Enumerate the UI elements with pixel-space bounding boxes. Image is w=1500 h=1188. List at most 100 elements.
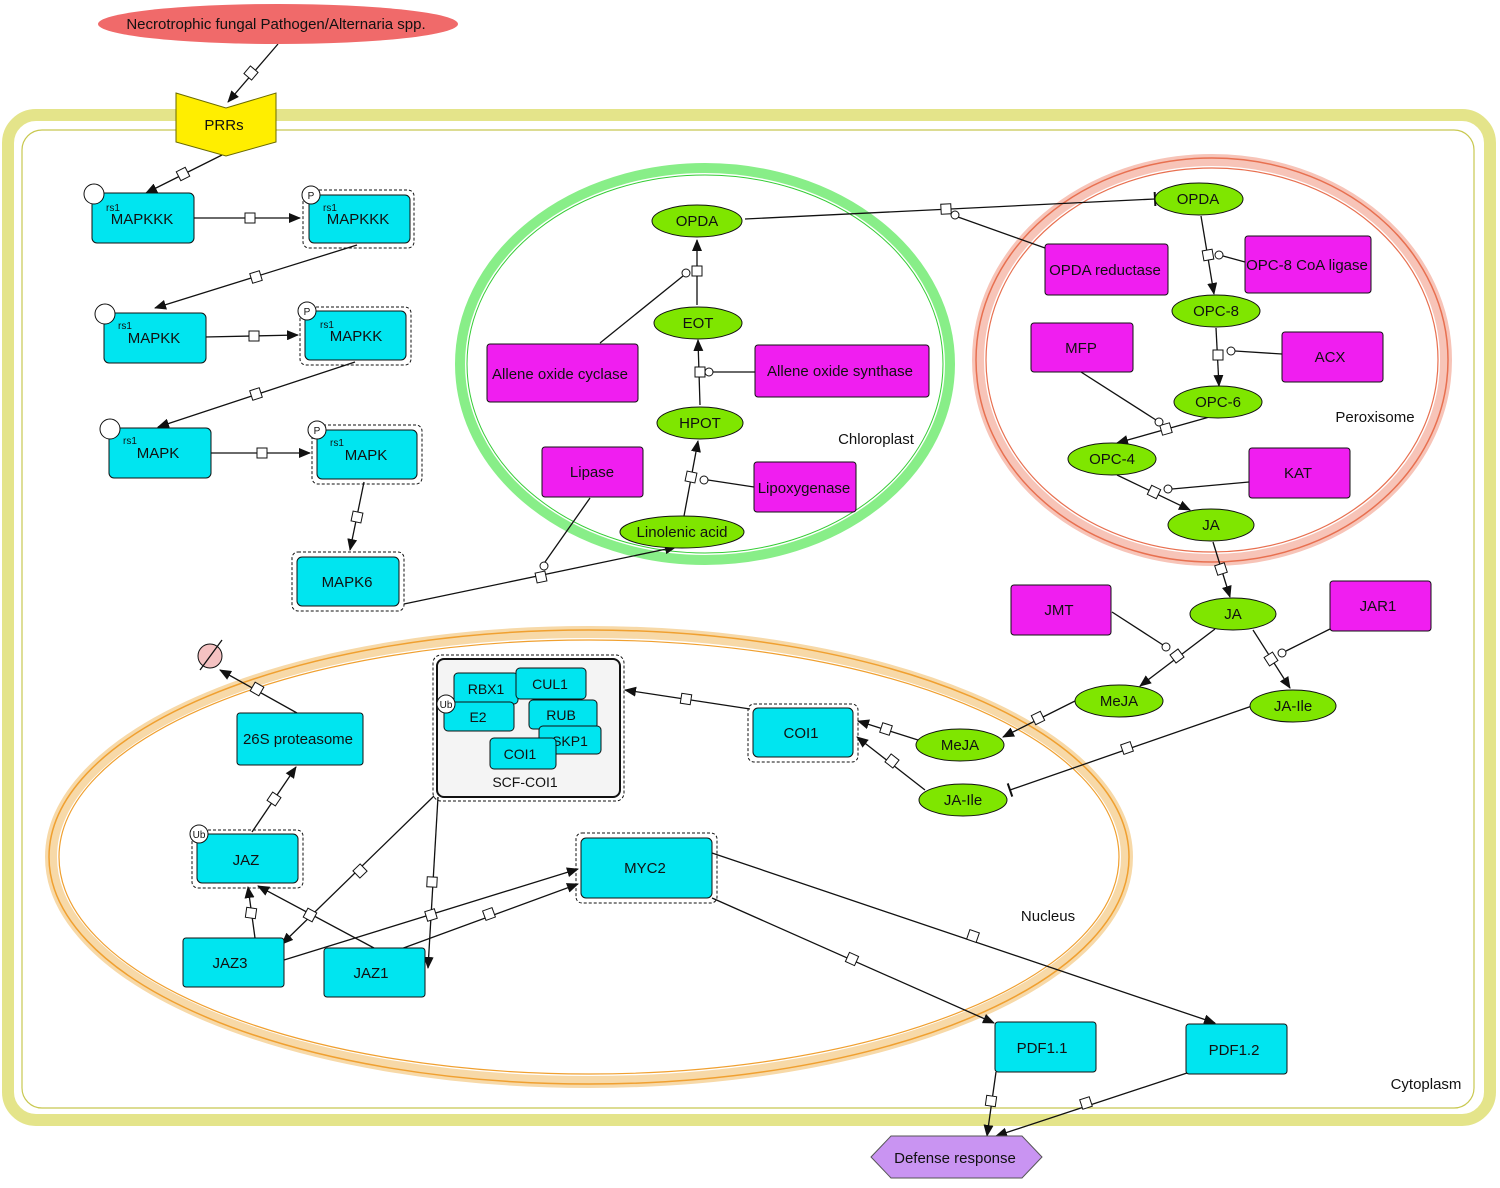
proteasome-node[interactable]: 26S proteasome [236,712,364,766]
modification-site-icon [94,303,116,325]
phospho-icon [297,301,317,321]
ja-ile-cytoplasm-node[interactable]: JA-Ile [1249,689,1337,723]
residue-label: rs1 [106,203,120,214]
residue-label: rs1 [123,436,137,447]
modification-site-icon [83,183,105,205]
mapk-phospho-node[interactable]: P rs1 MAPK [307,420,423,485]
opc4-label: OPC-4 [1089,451,1135,468]
scf-coi1-label: SCF-COI1 [492,774,558,790]
opc8-label: OPC-8 [1193,303,1239,320]
hpot-node[interactable]: HPOT [656,406,744,440]
opc4-node[interactable]: OPC-4 [1067,442,1157,476]
mapk6-node[interactable]: MAPK6 [291,551,405,612]
allene-oxide-cyclase-node[interactable]: Allene oxide cyclase [486,343,639,403]
mapkkk-phospho-node[interactable]: P rs1 MAPKKK [301,185,415,249]
phospho-icon [301,185,321,205]
coi1-subunit-label: COI1 [504,746,537,762]
opc8-coa-ligase-label: OPC-8 CoA ligase [1246,257,1368,274]
scf-coi1-complex[interactable]: RBX1 E2 Ub CUL1 RUB SKP1 COI1 SCF-COI1 [432,654,625,802]
opda-chloroplast-node[interactable]: OPDA [651,204,743,238]
phospho-label: P [314,426,321,437]
opda-peroxisome-node[interactable]: OPDA [1154,182,1244,216]
opc6-node[interactable]: OPC-6 [1173,385,1263,419]
pdf12-node[interactable]: PDF1.2 [1185,1023,1288,1075]
lipoxygenase-label: Lipoxygenase [758,480,851,497]
pathogen-label: Necrotrophic fungal Pathogen/Alternaria … [126,16,425,33]
meja-nucleus-node[interactable]: MeJA [915,728,1005,762]
hpot-label: HPOT [679,415,721,432]
residue-label: rs1 [330,438,344,449]
eot-node[interactable]: EOT [653,306,743,340]
ja-label: JA [1202,517,1220,534]
mapk-label: MAPK [137,445,180,462]
opc6-label: OPC-6 [1195,394,1241,411]
mfp-node[interactable]: MFP [1030,322,1134,373]
eot-label: EOT [683,315,714,332]
pdf12-label: PDF1.2 [1209,1042,1260,1059]
jaz3-node[interactable]: JAZ3 [182,937,285,988]
allene-oxide-cyclase-label: Allene oxide cyclase [492,366,628,383]
lipase-node[interactable]: Lipase [541,446,644,498]
opc8-coa-ligase-node[interactable]: OPC-8 CoA ligase [1244,235,1372,294]
coi1-subunit: COI1 [489,737,557,770]
ja-ile-nucleus-node[interactable]: JA-Ile [918,783,1008,817]
degradation-icon [197,639,223,671]
prrs-receptor[interactable]: PRRs [175,92,277,157]
mapkk-node[interactable]: rs1 MAPKK [94,303,207,364]
mapkkk-node[interactable]: rs1 MAPKKK [83,183,195,244]
cul1-subunit: CUL1 [515,667,587,700]
ja-ile-label: JA-Ile [1274,698,1312,715]
opda-reductase-label: OPDA reductase [1049,262,1161,279]
peroxisome-compartment: Peroxisome [972,154,1452,566]
jar1-label: JAR1 [1360,598,1397,615]
meja-label: MeJA [941,737,979,754]
meja-cytoplasm-node[interactable]: MeJA [1074,684,1164,718]
opda-label: OPDA [1177,191,1220,208]
phospho-label: P [308,191,315,202]
mapkkk-label: MAPKKK [111,211,174,228]
pdf11-node[interactable]: PDF1.1 [994,1021,1097,1073]
kat-label: KAT [1284,465,1312,482]
jmt-node[interactable]: JMT [1010,584,1112,636]
ja-label: JA [1224,606,1242,623]
rbx1-label: RBX1 [468,681,505,697]
nucleus-compartment: Nucleus [45,626,1133,1088]
mapkkk-label: MAPKKK [327,211,390,228]
jaz-node[interactable]: Ub JAZ [189,824,304,889]
residue-label: rs1 [320,320,334,331]
lipoxygenase-node[interactable]: Lipoxygenase [753,461,857,513]
residue-label: rs1 [118,321,132,332]
ubiquitin-icon [436,694,456,714]
linolenic-acid-node[interactable]: Linolenic acid [619,515,745,549]
mapk-node[interactable]: rs1 MAPK [99,418,212,479]
allene-oxide-synthase-node[interactable]: Allene oxide synthase [754,344,930,398]
mapkk-label: MAPKK [330,328,383,345]
pdf11-label: PDF1.1 [1017,1040,1068,1057]
coi1-label: COI1 [783,725,818,742]
skp1-label: SKP1 [552,733,588,749]
chloroplast-label: Chloroplast [838,431,915,448]
coi1-node[interactable]: COI1 [747,703,859,763]
mapkk-phospho-node[interactable]: P rs1 MAPKK [297,301,412,366]
ja-peroxisome-node[interactable]: JA [1167,508,1255,542]
ubiquitin-label: Ub [440,700,453,711]
residue-label: rs1 [323,203,337,214]
ja-cytoplasm-node[interactable]: JA [1189,597,1277,631]
opc8-node[interactable]: OPC-8 [1171,294,1261,328]
mapkk-label: MAPKK [128,330,181,347]
pathogen-node[interactable]: Necrotrophic fungal Pathogen/Alternaria … [98,4,458,44]
prrs-label: PRRs [204,117,243,134]
opda-reductase-node[interactable]: OPDA reductase [1044,243,1169,296]
kat-node[interactable]: KAT [1248,447,1351,499]
defense-response-node[interactable]: Defense response [870,1135,1043,1179]
myc2-node[interactable]: MYC2 [575,832,718,904]
meja-label: MeJA [1100,693,1138,710]
acx-node[interactable]: ACX [1281,331,1384,383]
jar1-node[interactable]: JAR1 [1329,580,1432,632]
chloroplast-compartment: Chloroplast [455,163,955,565]
myc2-label: MYC2 [624,860,666,877]
cul1-label: CUL1 [532,676,568,692]
jaz1-node[interactable]: JAZ1 [323,947,426,998]
ubiquitin-label: Ub [193,830,206,841]
